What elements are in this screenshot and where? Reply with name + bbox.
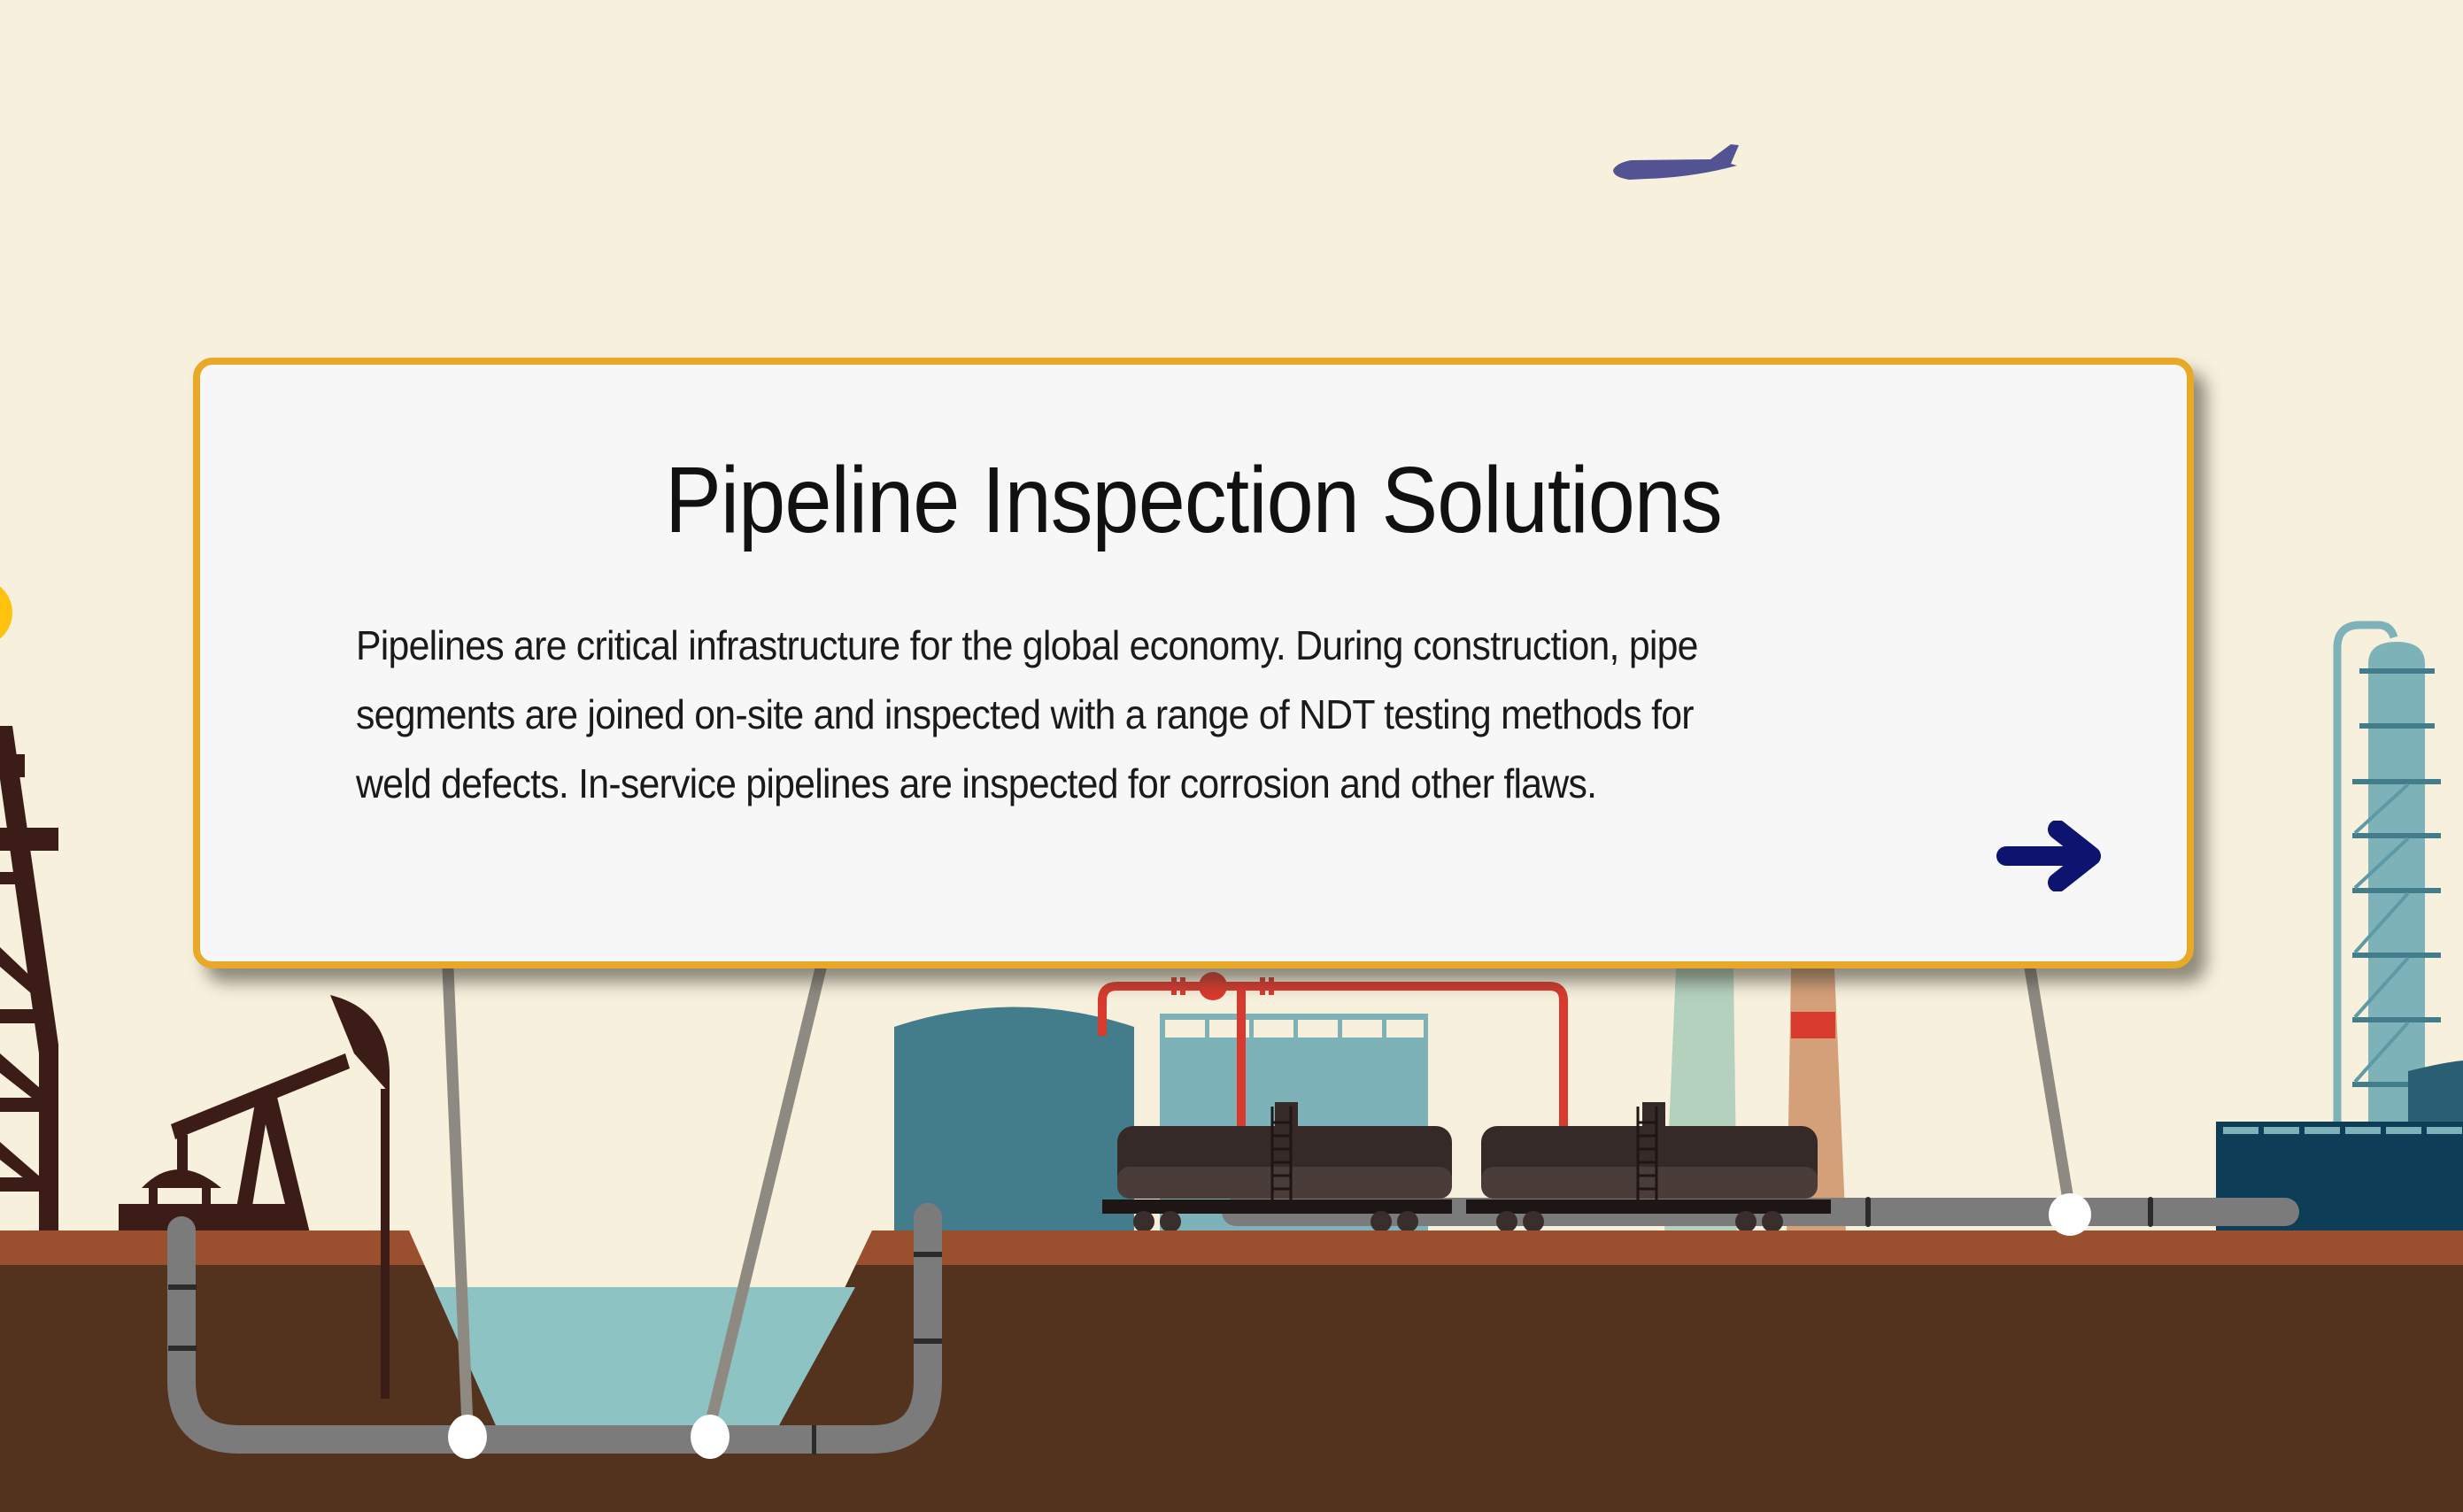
airplane-icon bbox=[1613, 144, 1739, 180]
inspection-point-3[interactable] bbox=[2049, 1193, 2091, 1236]
soil bbox=[0, 1265, 2463, 1512]
oil-derrick-icon bbox=[0, 726, 58, 1232]
tank-car-2 bbox=[1466, 1102, 1831, 1232]
ground-surface bbox=[0, 1230, 2463, 1266]
description-line-1: Pipelines are critical infrastructure fo… bbox=[356, 622, 1698, 668]
underground-pipeline bbox=[167, 1203, 942, 1454]
red-transfer-pipe bbox=[1098, 982, 1568, 1138]
description-line-2: segments are joined on-site and inspecte… bbox=[356, 691, 1695, 737]
card-title: Pipeline Inspection Solutions bbox=[665, 448, 1723, 552]
inspection-point-2[interactable] bbox=[691, 1415, 730, 1459]
valve-icon bbox=[1199, 972, 1227, 1000]
description-line-3: weld defects. In-service pipelines are i… bbox=[356, 760, 1597, 806]
next-button[interactable] bbox=[1990, 816, 2107, 896]
callout-connectors bbox=[442, 962, 2074, 1431]
water bbox=[434, 1287, 855, 1425]
sun-icon bbox=[0, 586, 12, 639]
inspection-point-1[interactable] bbox=[448, 1415, 487, 1459]
storage-tank bbox=[894, 1007, 1134, 1232]
card-description: Pipelines are critical infrastructure fo… bbox=[356, 611, 1967, 818]
arrow-right-icon bbox=[1996, 821, 2101, 891]
info-card: Pipeline Inspection Solutions Pipelines … bbox=[193, 358, 2194, 968]
tank-car-1 bbox=[1102, 1102, 1452, 1232]
pump-jack-icon bbox=[119, 995, 390, 1399]
